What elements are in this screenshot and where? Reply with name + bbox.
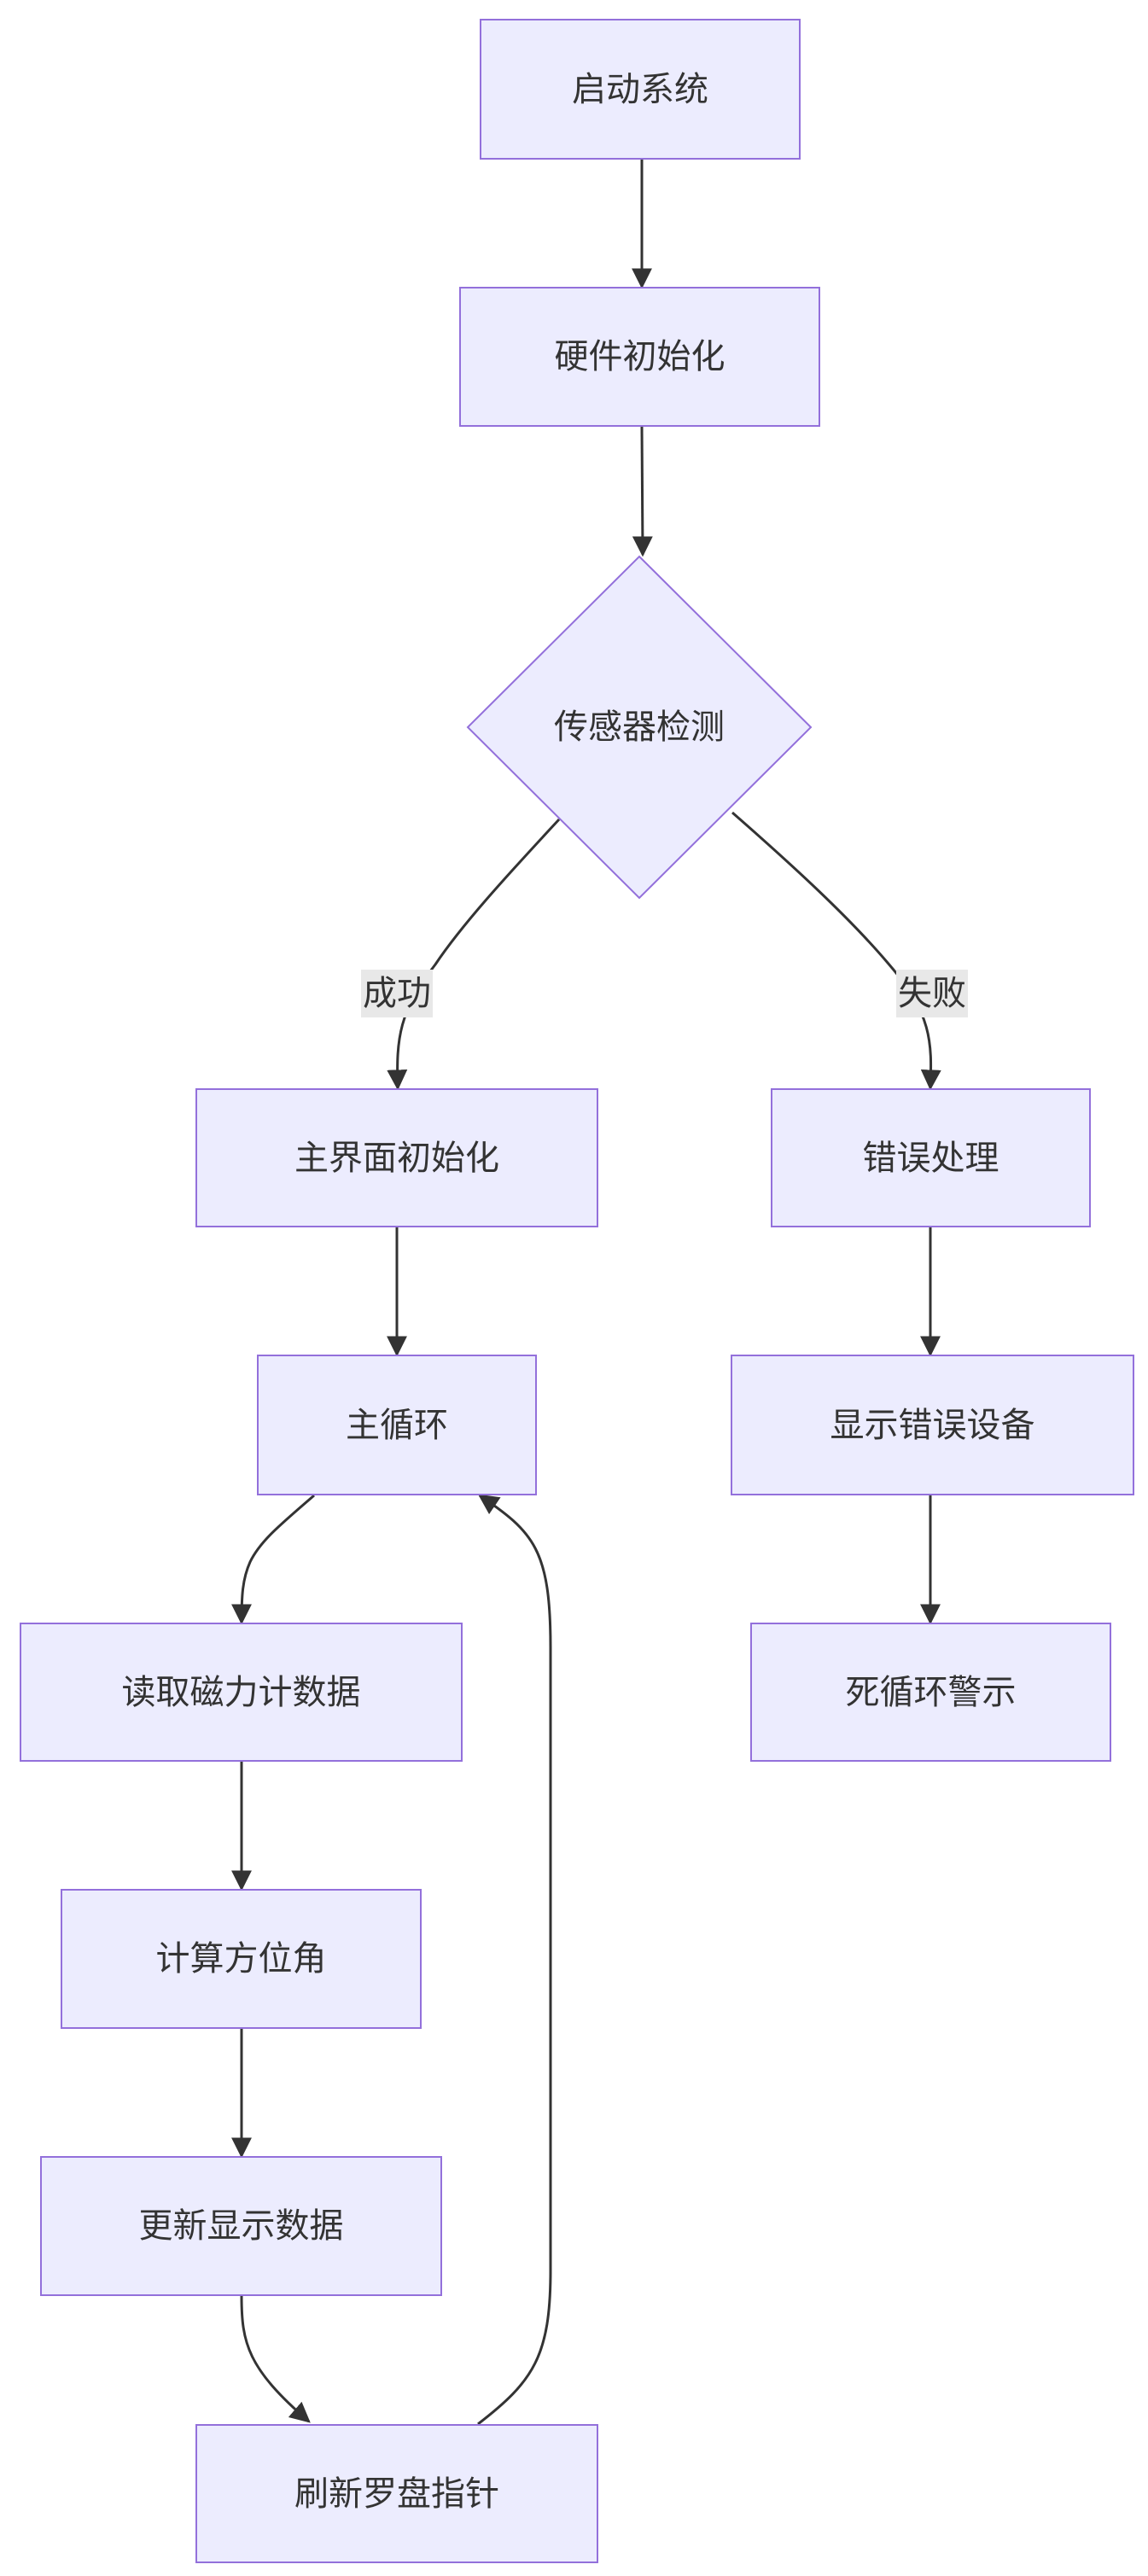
node-error-handle: 错误处理: [771, 1088, 1091, 1227]
node-start: 启动系统: [480, 19, 801, 160]
edge-update-display-to-refresh-pointer: [240, 2295, 311, 2423]
node-refresh-pointer: 刷新罗盘指针: [195, 2424, 598, 2563]
node-sensor-check: 传感器检测: [466, 555, 813, 900]
edge-sensor-check-to-main-ui-init: [387, 818, 561, 1091]
edge-refresh-pointer-to-main-loop: [477, 1494, 552, 2426]
node-main-loop: 主循环: [257, 1355, 537, 1495]
node-hw-init: 硬件初始化: [459, 287, 820, 427]
decision-diamond-shape: [466, 555, 813, 900]
node-main-ui-init: 主界面初始化: [195, 1088, 598, 1227]
node-read-magnetometer: 读取磁力计数据: [20, 1623, 463, 1762]
edge-label-failure: 失败: [896, 970, 968, 1017]
edge-hw-init-to-sensor-check: [632, 426, 653, 557]
edge-sensor-check-to-error-handle: [731, 811, 941, 1091]
node-infinite-loop-warning: 死循环警示: [750, 1623, 1111, 1762]
node-update-display: 更新显示数据: [40, 2156, 442, 2296]
node-calc-azimuth: 计算方位角: [61, 1889, 422, 2029]
edge-main-loop-to-read-magnetometer: [231, 1494, 315, 1625]
sensor-check-label: 传感器检测: [554, 708, 725, 747]
edge-label-success: 成功: [361, 970, 433, 1017]
node-show-error-device: 显示错误设备: [731, 1355, 1134, 1495]
